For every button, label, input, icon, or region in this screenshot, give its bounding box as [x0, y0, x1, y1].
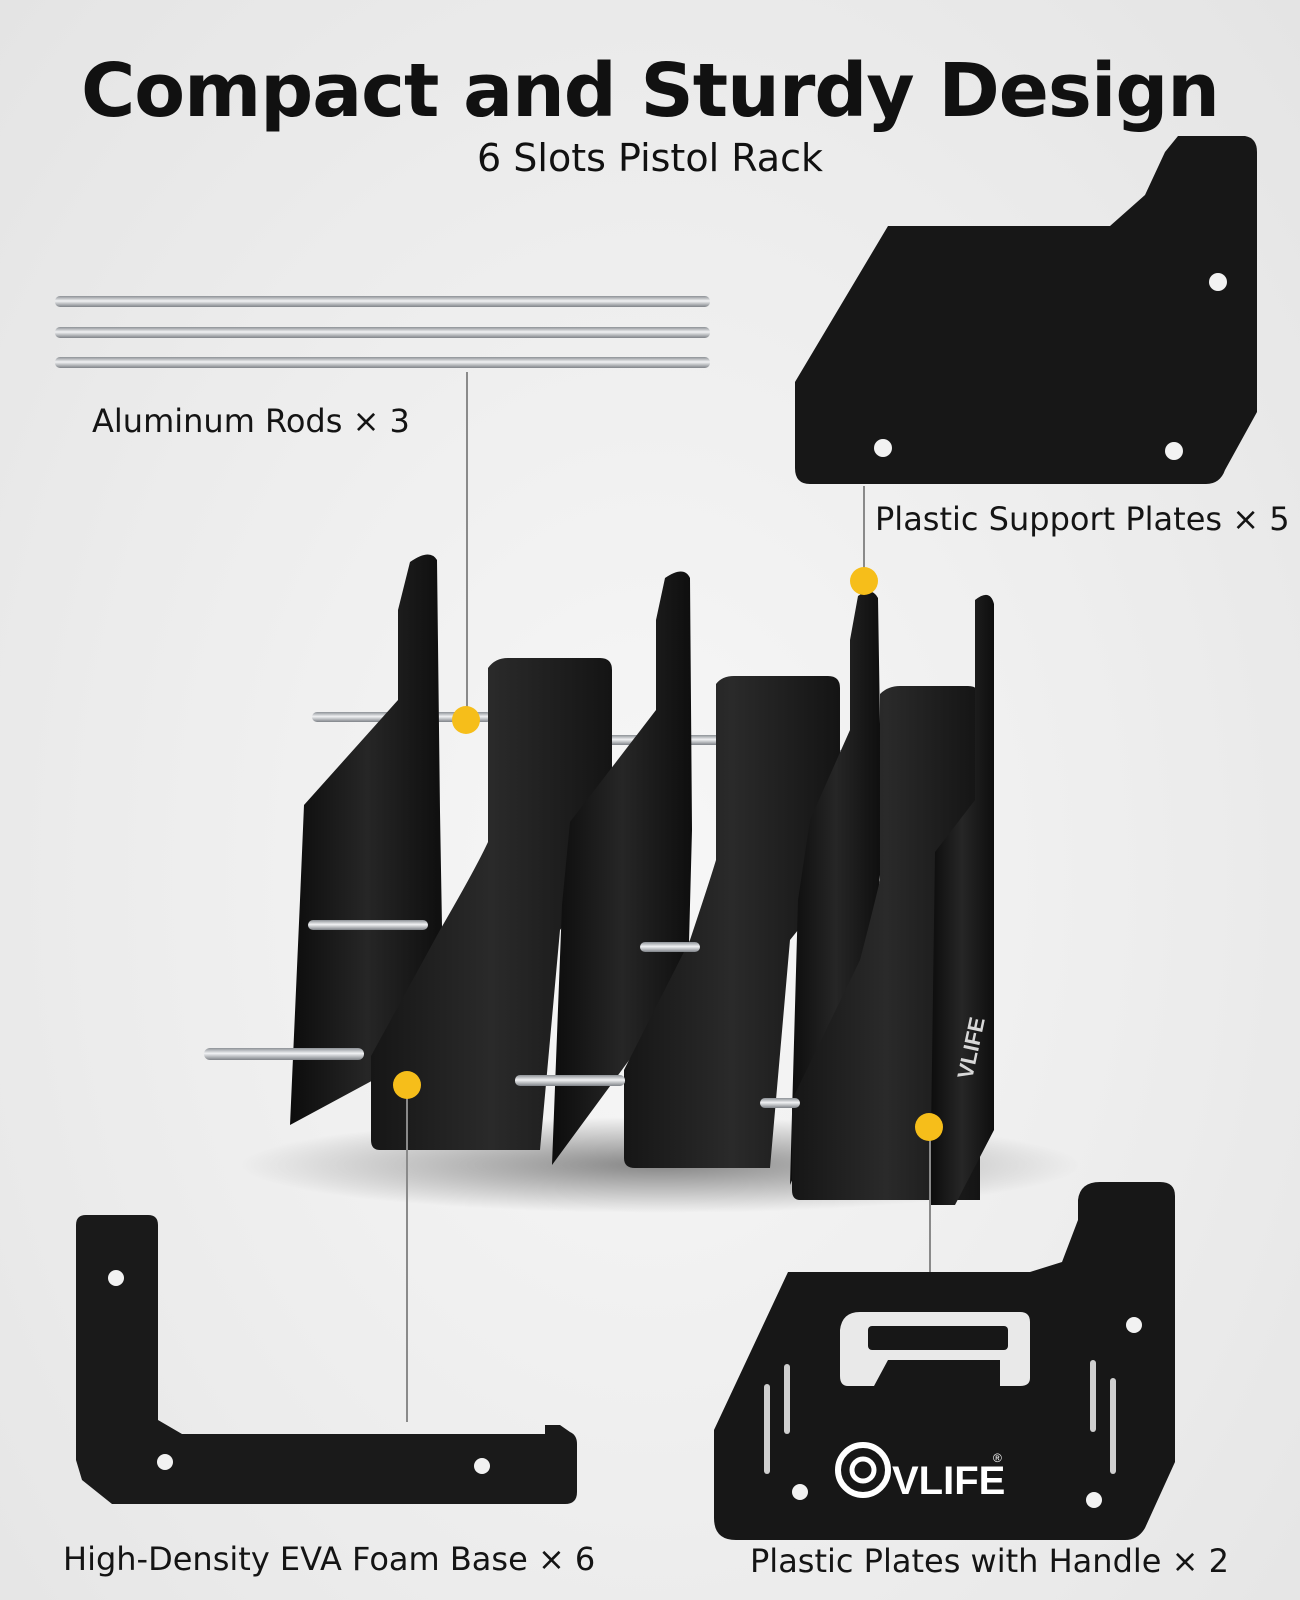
callout-dot-icon — [393, 1071, 421, 1099]
plate-slot-icon — [1090, 1360, 1096, 1432]
foam-hole-icon — [474, 1458, 490, 1474]
assembled-rack: VLIFE — [204, 554, 1080, 1213]
plate-hole-icon — [1086, 1492, 1102, 1508]
plastic-plate-with-handle: VLIFE ® — [714, 1182, 1175, 1540]
label-plastic-support-plates: Plastic Support Plates × 5 — [875, 500, 1290, 538]
aluminum-rod-2 — [55, 327, 710, 338]
brand-logo-text: VLIFE — [892, 1459, 1005, 1503]
plate-slot-icon — [784, 1364, 790, 1434]
foam-hole-icon — [108, 1270, 124, 1286]
registered-mark: ® — [993, 1451, 1002, 1465]
aluminum-rods — [55, 296, 710, 368]
label-aluminum-rods: Aluminum Rods × 3 — [92, 402, 410, 440]
handle-cutout-icon — [868, 1326, 1008, 1350]
page-title: Compact and Sturdy Design — [80, 48, 1220, 134]
plastic-support-plate — [795, 136, 1257, 484]
eva-foam-base — [76, 1215, 577, 1504]
cvlife-logo-icon — [835, 1442, 891, 1498]
callouts — [393, 372, 943, 1422]
plate-hole-icon — [1209, 273, 1227, 291]
aluminum-rod-3 — [55, 357, 710, 368]
plate-hole-icon — [1126, 1317, 1142, 1333]
cvlife-logo-icon — [849, 1456, 877, 1484]
callout-dot-icon — [850, 567, 878, 595]
plate-slot-icon — [1110, 1378, 1116, 1474]
plate-hole-icon — [874, 439, 892, 457]
label-plastic-plates-handle: Plastic Plates with Handle × 2 — [750, 1542, 1229, 1580]
callout-dot-icon — [452, 706, 480, 734]
plate-hole-icon — [792, 1484, 808, 1500]
aluminum-rod-1 — [55, 296, 710, 307]
foam-hole-icon — [157, 1454, 173, 1470]
callout-dot-icon — [915, 1113, 943, 1141]
label-eva-foam-base: High-Density EVA Foam Base × 6 — [63, 1540, 596, 1578]
page-subtitle: 6 Slots Pistol Rack — [477, 136, 823, 180]
plate-slot-icon — [764, 1384, 770, 1474]
plate-hole-icon — [1165, 442, 1183, 460]
